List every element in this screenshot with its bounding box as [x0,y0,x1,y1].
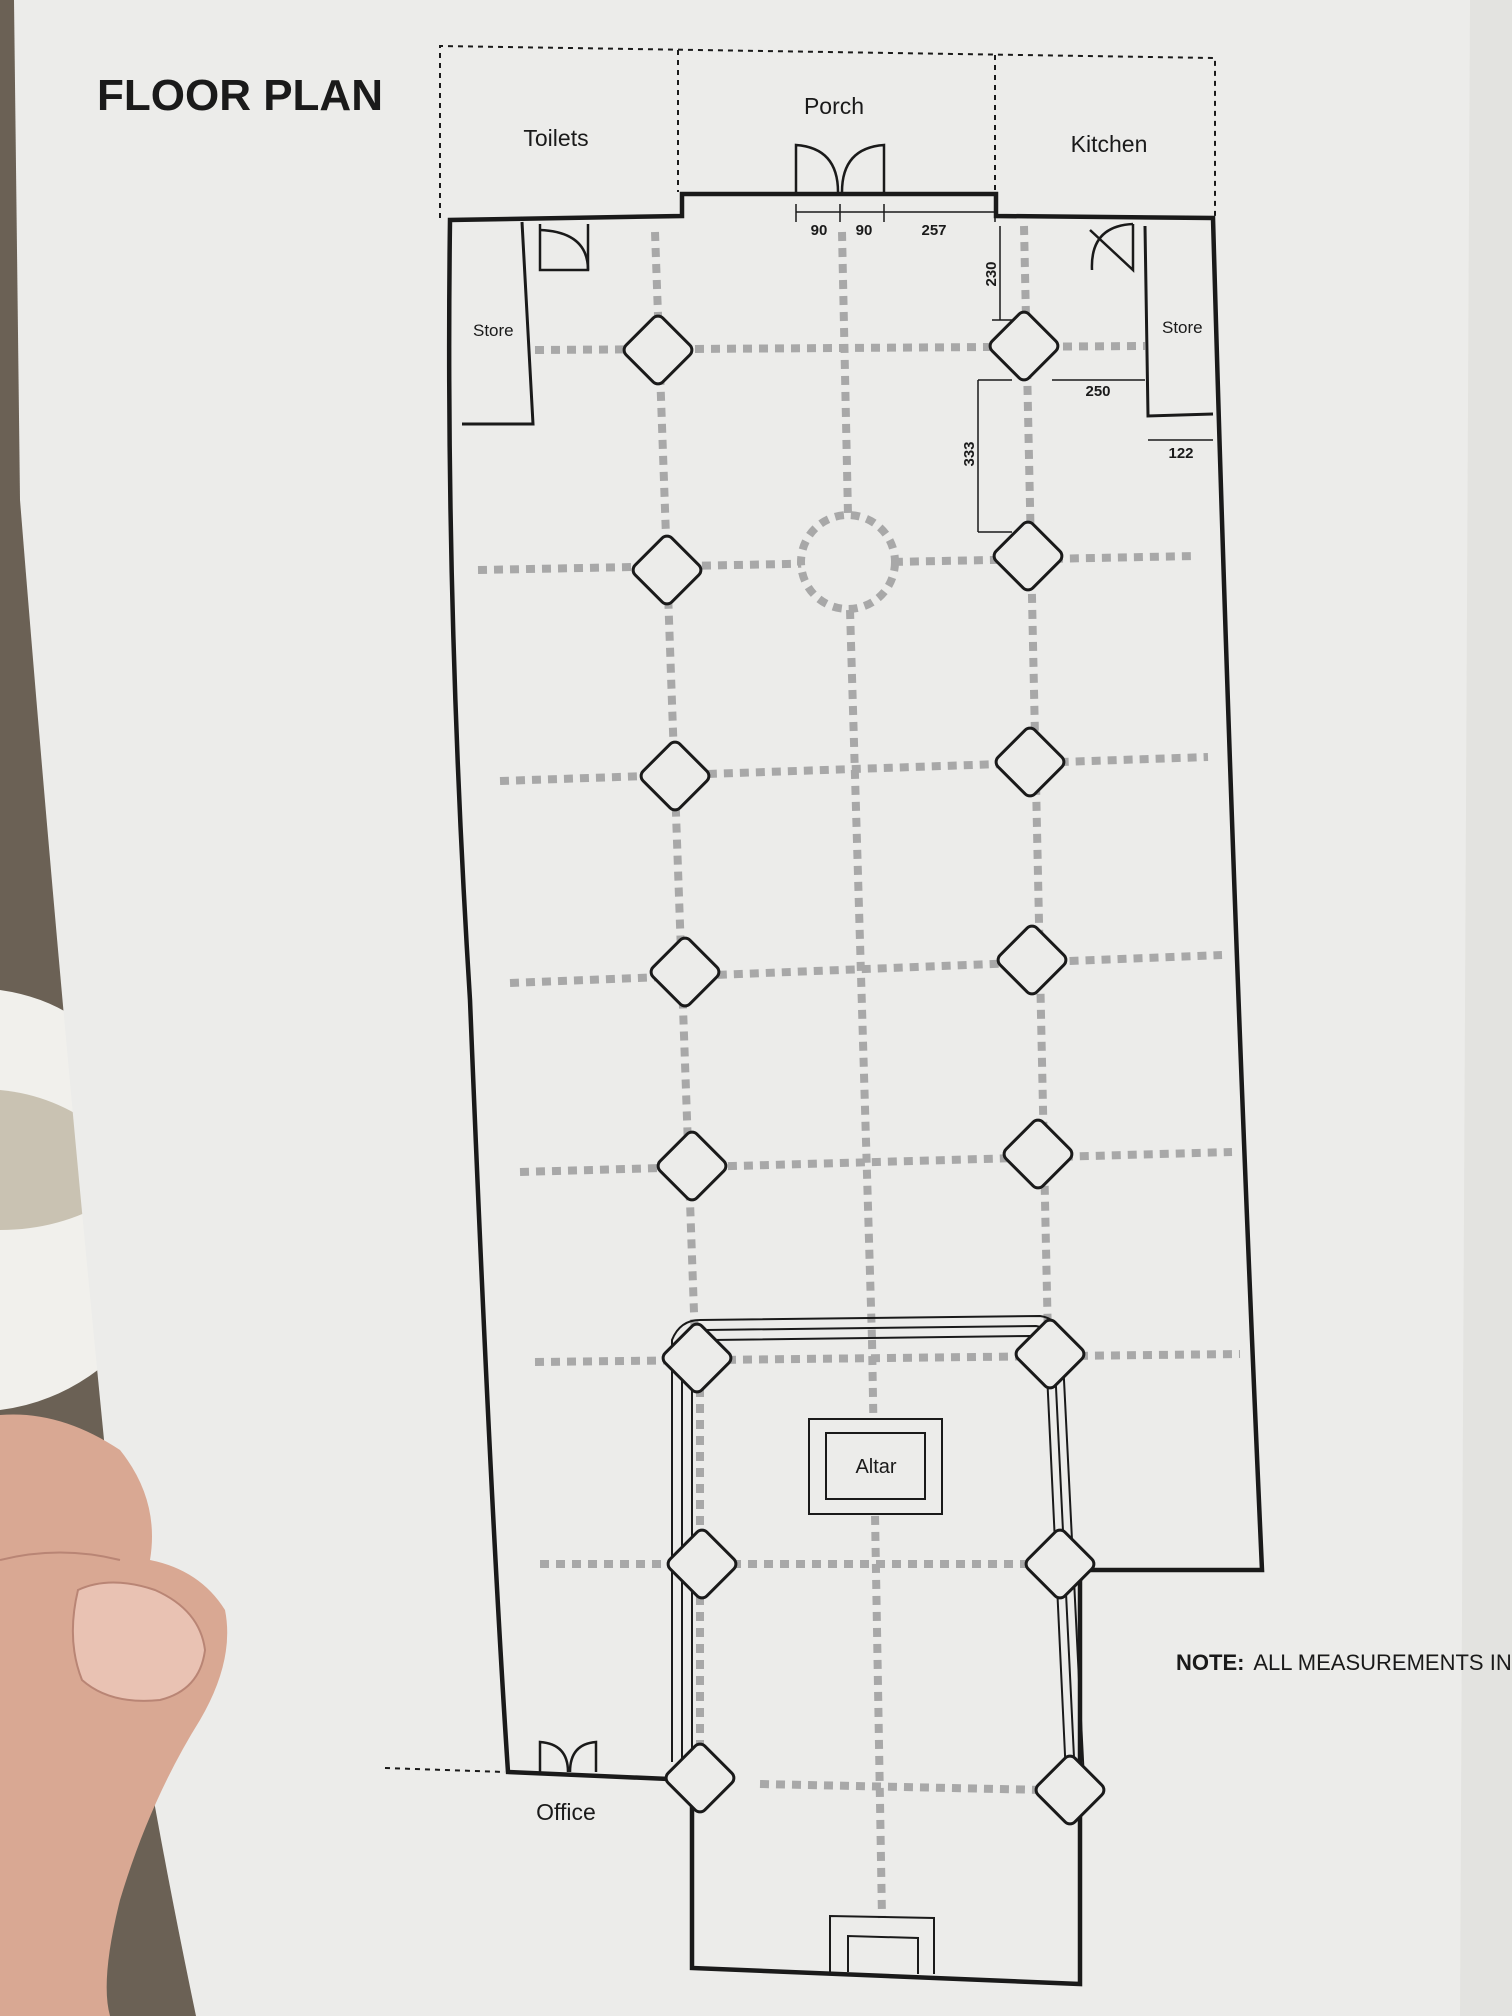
column [661,1322,733,1394]
page-title: FLOOR PLAN [97,71,383,120]
bottom-niche [829,1914,935,1974]
column [994,726,1066,798]
font-circle [797,511,899,613]
column [992,520,1064,592]
office-door-icon [538,1740,598,1773]
main-entrance-door-icon [794,143,886,193]
column [996,924,1068,996]
columns [622,310,1106,1826]
room-label-store-left: Store [473,321,514,340]
note-text: ALL MEASUREMENTS IN CI [1253,1650,1512,1675]
measurement-note: NOTE: ALL MEASUREMENTS IN CI [1176,1650,1512,1675]
column [1024,1528,1096,1600]
dim-label-top-clearance: 230 [983,261,1000,286]
column [631,534,703,606]
door-icon [538,222,1135,273]
note-prefix: NOTE: [1176,1650,1244,1675]
dim-label-porch-offset: 257 [921,222,946,239]
altar-inner [825,1432,926,1500]
dim-label-door-right: 90 [856,222,873,239]
room-label-kitchen: Kitchen [1071,131,1148,157]
store-left-wall [462,221,535,426]
room-label-altar: Altar [855,1456,896,1478]
dim-label-door-left: 90 [811,222,828,239]
room-label-store-right: Store [1162,318,1203,337]
column [656,1130,728,1202]
paper-shadow [1460,0,1512,2016]
room-label-office: Office [536,1799,596,1825]
column [988,310,1060,382]
column [622,314,694,386]
column [1034,1754,1106,1826]
room-label-toilets: Toilets [523,125,588,151]
room-label-porch: Porch [804,93,864,119]
paper-sheet [14,0,1512,2016]
grid-line [534,1350,1241,1366]
dim-label-column-spacing: 333 [961,441,978,466]
column [649,936,721,1008]
annex-outline [384,44,1216,1773]
dim-label-store-depth: 122 [1168,445,1193,462]
hand [0,1414,228,2016]
column [666,1528,738,1600]
column [1002,1118,1074,1190]
column [639,740,711,812]
column [1014,1318,1086,1390]
dimension-lines [795,204,1213,533]
grid-line [519,1148,1233,1176]
building-outline [446,191,1265,1987]
grid-line [846,609,876,1341]
column [664,1742,736,1814]
grid-line [509,951,1223,987]
dim-label-column-to-store: 250 [1085,383,1110,400]
grid-line [651,231,699,1341]
store-right-wall [1143,225,1214,418]
grid-line [499,753,1209,785]
